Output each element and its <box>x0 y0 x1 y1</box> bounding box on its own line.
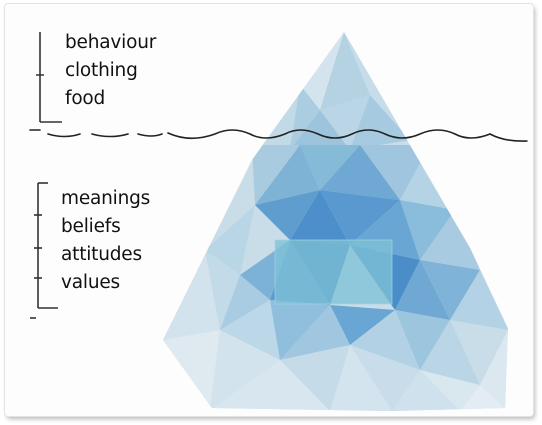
below-surface-label-meanings: meanings <box>61 188 151 209</box>
below-surface-label-attitudes: attitudes <box>61 244 142 265</box>
above-surface-bracket <box>36 32 62 123</box>
water-line <box>29 129 528 142</box>
iceberg-shape <box>163 32 508 411</box>
above-surface-label-food: food <box>65 88 106 109</box>
above-surface-label-clothing: clothing <box>65 60 138 81</box>
above-surface-label-behaviour: behaviour <box>65 32 157 53</box>
iceberg-diagram <box>29 32 528 411</box>
iceberg-card: behaviour clothing food meanings beliefs… <box>5 4 533 416</box>
below-surface-label-values: values <box>61 272 120 293</box>
below-surface-bracket <box>30 182 58 319</box>
below-surface-label-beliefs: beliefs <box>61 216 121 237</box>
